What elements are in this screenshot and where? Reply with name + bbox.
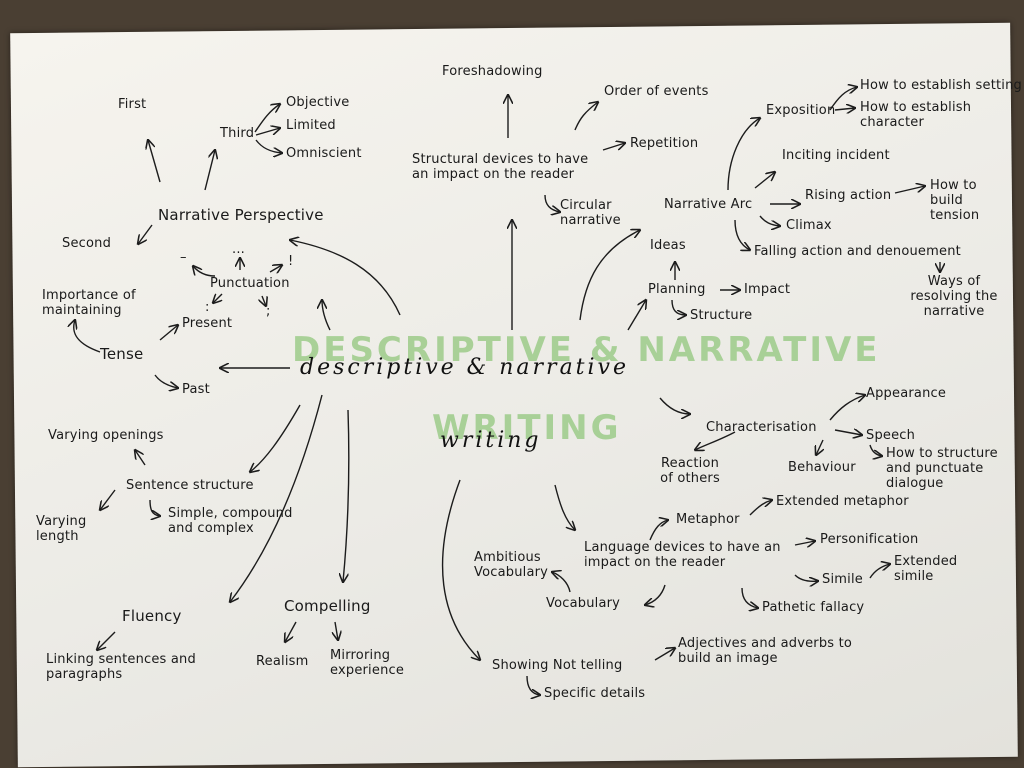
node-ambitious: Ambitious Vocabulary — [474, 550, 549, 580]
node-tension: How to build tension — [930, 178, 980, 223]
node-impact: Impact — [744, 282, 791, 297]
node-simple: Simple, compound and complex — [168, 506, 293, 536]
node-linking: Linking sentences and paragraphs — [46, 652, 196, 682]
node-tense: Tense — [100, 345, 144, 363]
node-character: How to establish character — [860, 100, 972, 130]
node-varying-length: Varying length — [36, 514, 87, 544]
node-structure: Structure — [690, 308, 753, 323]
node-past: Past — [182, 382, 210, 397]
node-ideas: Ideas — [650, 238, 686, 253]
title-script-line1: descriptive & narrative — [300, 355, 630, 380]
node-importance: Importance of maintaining — [42, 288, 136, 318]
node-simile: Simile — [822, 572, 863, 587]
node-planning: Planning — [648, 282, 706, 297]
node-structural: Structural devices to have an impact on … — [412, 152, 589, 182]
node-exposition: Exposition — [766, 103, 836, 118]
node-compelling: Compelling — [284, 597, 371, 615]
node-circular: Circular narrative — [560, 198, 621, 228]
node-speech: Speech — [866, 428, 916, 443]
node-realism: Realism — [256, 654, 309, 669]
node-repetition: Repetition — [630, 136, 699, 151]
node-narrative-perspective: Narrative Perspective — [158, 206, 324, 224]
node-limited: Limited — [286, 118, 336, 133]
node-personification: Personification — [820, 532, 919, 547]
node-characterisation: Characterisation — [706, 420, 817, 435]
node-falling: Falling action and denouement — [754, 244, 961, 259]
node-metaphor: Metaphor — [676, 512, 740, 527]
node-sentence-structure: Sentence structure — [126, 478, 254, 493]
node-specific: Specific details — [544, 686, 646, 701]
punct-ellipsis: ... — [232, 242, 245, 257]
node-reaction: Reaction of others — [660, 456, 720, 486]
node-resolving: Ways of resolving the narrative — [910, 274, 998, 319]
node-narrative-arc: Narrative Arc — [664, 197, 753, 212]
node-climax: Climax — [786, 218, 832, 233]
node-extended-metaphor: Extended metaphor — [776, 494, 909, 509]
node-vocabulary: Vocabulary — [546, 596, 621, 611]
title-highlight-line2: WRITING — [432, 408, 622, 448]
node-mirroring: Mirroring experience — [330, 648, 405, 678]
node-behaviour: Behaviour — [788, 460, 856, 475]
punct-dash: – — [180, 250, 187, 265]
node-present: Present — [182, 316, 233, 331]
node-dialogue: How to structure and punctuate dialogue — [886, 446, 998, 491]
node-pathetic: Pathetic fallacy — [762, 600, 865, 615]
node-objective: Objective — [286, 95, 350, 110]
node-third: Third — [220, 126, 255, 141]
node-varying-openings: Varying openings — [48, 428, 164, 443]
node-fluency: Fluency — [122, 607, 182, 625]
node-setting: How to establish setting — [860, 78, 1022, 93]
title-script-line2: writing — [440, 428, 542, 453]
node-extended-simile: Extended simile — [894, 554, 958, 584]
node-second: Second — [62, 236, 112, 251]
node-inciting: Inciting incident — [782, 148, 890, 163]
node-punctuation: Punctuation — [210, 276, 290, 291]
punct-exclaim: ! — [288, 254, 294, 269]
node-language: Language devices to have an impact on th… — [584, 540, 781, 570]
title-highlight-line1: DESCRIPTIVE & NARRATIVE — [292, 330, 881, 370]
node-adjectives: Adjectives and adverbs to build an image — [678, 636, 853, 666]
node-order-of-events: Order of events — [604, 84, 709, 99]
punct-colon: : — [205, 300, 210, 315]
node-showing: Showing Not telling — [492, 658, 623, 673]
node-rising: Rising action — [805, 188, 892, 203]
node-omniscient: Omniscient — [286, 146, 362, 161]
punct-semicolon: ; — [266, 304, 271, 319]
node-foreshadowing: Foreshadowing — [442, 64, 543, 79]
node-appearance: Appearance — [866, 386, 947, 401]
node-first: First — [118, 97, 147, 112]
